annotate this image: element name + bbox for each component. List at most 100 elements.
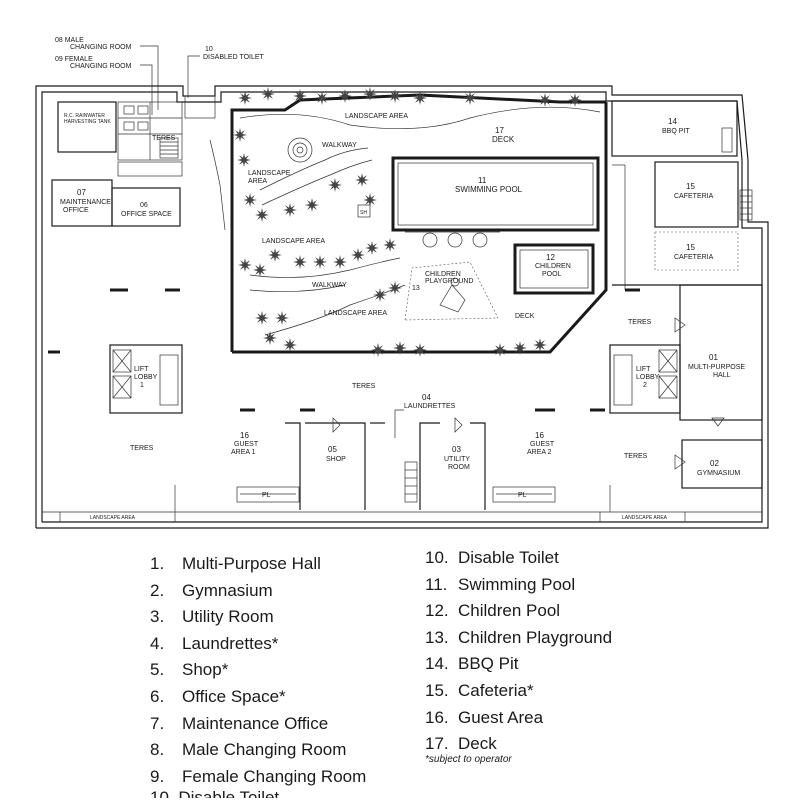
legend-item: 11.Swimming Pool bbox=[425, 574, 576, 594]
lift-l-label-2: LOBBY bbox=[134, 374, 158, 381]
utility-num: 03 bbox=[452, 445, 461, 454]
lift-l-label-1: LIFT bbox=[134, 366, 149, 373]
legend-right-column: 10.Disable Toilet 11.Swimming Pool 12.Ch… bbox=[425, 545, 612, 765]
guest2-num: 16 bbox=[535, 431, 544, 440]
legend-item: 1.Multi-Purpose Hall bbox=[150, 554, 321, 573]
hall-num: 01 bbox=[709, 353, 718, 362]
gym-num: 02 bbox=[710, 459, 719, 468]
office-label: OFFICE SPACE bbox=[121, 211, 172, 218]
hall-label-1: MULTI-PURPOSE bbox=[688, 364, 745, 371]
landscape-low-label: LANDSCAPE AREA bbox=[324, 310, 387, 317]
legend-item: 8.Male Changing Room bbox=[150, 740, 347, 760]
plant-icon bbox=[393, 341, 407, 355]
landscape-mid-label: LANDSCAPE AREA bbox=[262, 238, 325, 245]
landscape-left-label-2: AREA bbox=[248, 178, 267, 185]
legend-item: 9.Female Changing Room bbox=[150, 766, 367, 786]
legend: 1.Multi-Purpose Hall 2.Gymnasium 3.Utili… bbox=[0, 545, 800, 800]
pool-label: SWIMMING POOL bbox=[455, 185, 523, 194]
floor-plan: R.C. RAINWATER HARVESTING TANK 08 MALE C… bbox=[35, 37, 769, 529]
lift-lobby-2: LIFT LOBBY 2 bbox=[609, 344, 681, 414]
plant-icon bbox=[413, 91, 427, 105]
plant-icon bbox=[263, 331, 277, 345]
plant-icon bbox=[338, 89, 352, 103]
office-num: 06 bbox=[140, 202, 148, 209]
disabled-toilet-num: 10 bbox=[205, 46, 213, 53]
kids-pool-num: 12 bbox=[546, 253, 555, 262]
playground-num: 13 bbox=[412, 285, 420, 292]
plant-icon bbox=[533, 338, 547, 352]
legend-item: 3.Utility Room bbox=[150, 607, 274, 627]
legend-item: 4.Laundrettes* bbox=[150, 633, 279, 653]
callouts: 08 MALE CHANGING ROOM 09 FEMALE CHANGING… bbox=[55, 37, 265, 115]
maint-num: 07 bbox=[77, 188, 86, 197]
female-changing-label-2: CHANGING ROOM bbox=[70, 63, 132, 70]
deck-label-2: DECK bbox=[515, 313, 535, 320]
plant-icon bbox=[238, 91, 252, 105]
plant-icon bbox=[243, 193, 257, 207]
teres-label-top-left: TERES bbox=[152, 135, 176, 142]
right-block: 14 BBQ PIT 15 CAFETERIA 15 CAFETERIA TER… bbox=[611, 100, 763, 489]
plant-icon bbox=[363, 193, 377, 207]
plant-icon bbox=[283, 338, 297, 352]
office-labels: 07 MAINTENANCE OFFICE 06 OFFICE SPACE bbox=[60, 188, 172, 218]
teres-label-bottom-left: TERES bbox=[130, 445, 154, 452]
plant-icon bbox=[371, 343, 385, 357]
lift-l-label-3: 1 bbox=[140, 382, 144, 389]
plant-icon bbox=[268, 248, 282, 262]
playground-label-2: PLAYGROUND bbox=[425, 278, 474, 285]
plant-icon bbox=[383, 238, 397, 252]
lift-r-label-3: 2 bbox=[643, 382, 647, 389]
maint-label-2: OFFICE bbox=[63, 207, 89, 214]
hall-label-2: HALL bbox=[713, 372, 731, 379]
plant-icon bbox=[313, 255, 327, 269]
lower-rooms: PL PL TERES TERES TERES TERES 16 GUEST A… bbox=[48, 135, 668, 521]
kids-pool-label-1: CHILDREN bbox=[535, 263, 571, 270]
cafe-b-label: CAFETERIA bbox=[674, 254, 714, 261]
cafe-b-num: 15 bbox=[686, 243, 695, 252]
rain-tank-label-1: R.C. RAINWATER bbox=[64, 113, 105, 119]
legend-item: 2.Gymnasium bbox=[150, 580, 273, 600]
plant-symbols bbox=[233, 87, 582, 357]
walkway-label-1: WALKWAY bbox=[322, 142, 357, 149]
legend-item: 10.Disable Toilet bbox=[425, 548, 559, 567]
plant-icon bbox=[388, 281, 402, 295]
plant-icon bbox=[463, 91, 477, 105]
deck-label: DECK bbox=[492, 135, 515, 144]
plant-icon bbox=[355, 173, 369, 187]
sh-label: SH bbox=[360, 210, 367, 216]
cafe-a-label: CAFETERIA bbox=[674, 193, 714, 200]
deck-num: 17 bbox=[495, 126, 504, 135]
landscape-left-label-1: LANDSCAPE bbox=[248, 170, 291, 177]
walkway-label-2: WALKWAY bbox=[312, 282, 347, 289]
guest2-label-1: GUEST bbox=[530, 441, 555, 448]
plant-icon bbox=[255, 208, 269, 222]
shop-label: SHOP bbox=[326, 456, 346, 463]
laundrette-num: 04 bbox=[422, 393, 431, 402]
plant-icon bbox=[351, 248, 365, 262]
legend-cut-off-item: 10. Disable Toilet bbox=[150, 788, 280, 798]
female-changing-label-1: 09 FEMALE bbox=[55, 56, 93, 63]
plant-icon bbox=[328, 178, 342, 192]
plant-icon bbox=[363, 87, 377, 101]
plant-icon bbox=[237, 153, 251, 167]
plant-icon bbox=[513, 341, 527, 355]
legend-item: 17.Deck bbox=[425, 734, 497, 754]
laundrette-label: LAUNDRETTES bbox=[404, 403, 456, 410]
guest1-num: 16 bbox=[240, 431, 249, 440]
plant-icon bbox=[373, 288, 387, 302]
plant-icon bbox=[413, 343, 427, 357]
male-changing-label-2: CHANGING ROOM bbox=[70, 44, 132, 51]
teres-label-center: TERES bbox=[352, 383, 376, 390]
legend-item: 6.Office Space* bbox=[150, 686, 286, 706]
lift-lobby-1: LIFT LOBBY 1 bbox=[109, 344, 183, 414]
lift-r-label-1: LIFT bbox=[636, 366, 651, 373]
disabled-toilet-label: DISABLED TOILET bbox=[203, 54, 265, 61]
bbq-num: 14 bbox=[668, 117, 677, 126]
plant-icon bbox=[261, 87, 275, 101]
kids-pool-label-2: POOL bbox=[542, 271, 562, 278]
lift-r-label-2: LOBBY bbox=[636, 374, 660, 381]
playground-label-1: CHILDREN bbox=[425, 271, 461, 278]
legend-note: *subject to operator bbox=[425, 753, 512, 765]
utility-label-1: UTILITY bbox=[444, 456, 470, 463]
plant-icon bbox=[238, 258, 252, 272]
